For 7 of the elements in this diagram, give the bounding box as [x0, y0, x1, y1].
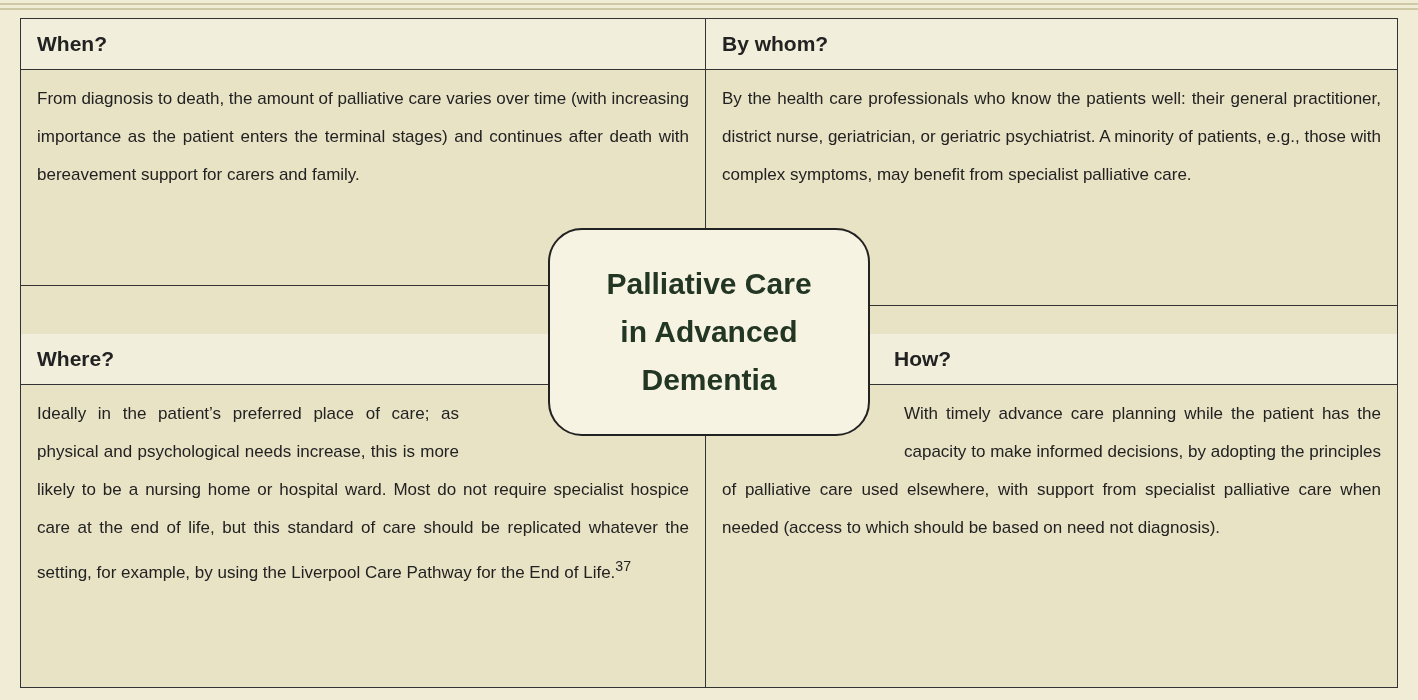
- section-heading: When?: [21, 19, 705, 70]
- body-text: By the health care professionals who know the patients well: their general practitioner, district nurse, geriatrician, or geriatric psychiatrist. A minority of patients, e.g., those with complex symptoms, may benefit from specialist palliative care.: [722, 89, 1381, 184]
- section-heading: By whom?: [706, 19, 1397, 70]
- body-text: With timely advance care planning while the patient has the capacity to make informed decisions, by adopting the principles of palliative care used elsewhere, with support from specialist palliative care when needed (access to which should be based on need not diagnosis).: [722, 404, 1381, 537]
- title-box: [548, 228, 870, 436]
- body-text: From diagnosis to death, the amount of palliative care varies over time (with increasing importance as the patient enters the terminal stages) and continues after death with bereavement support for carers and family.: [37, 89, 689, 184]
- body-text: Ideally in the patient’s preferred place of care; as physical and psychological needs increase, this is more likely to be a nursing home or hospital ward. Most do not require specialist hospice care at the end of life, but this standard of care should be replicated whatever the setting, for example, by using the Liverpool Care Pathway for the End of Life.$^{37}$: [37, 404, 689, 582]
